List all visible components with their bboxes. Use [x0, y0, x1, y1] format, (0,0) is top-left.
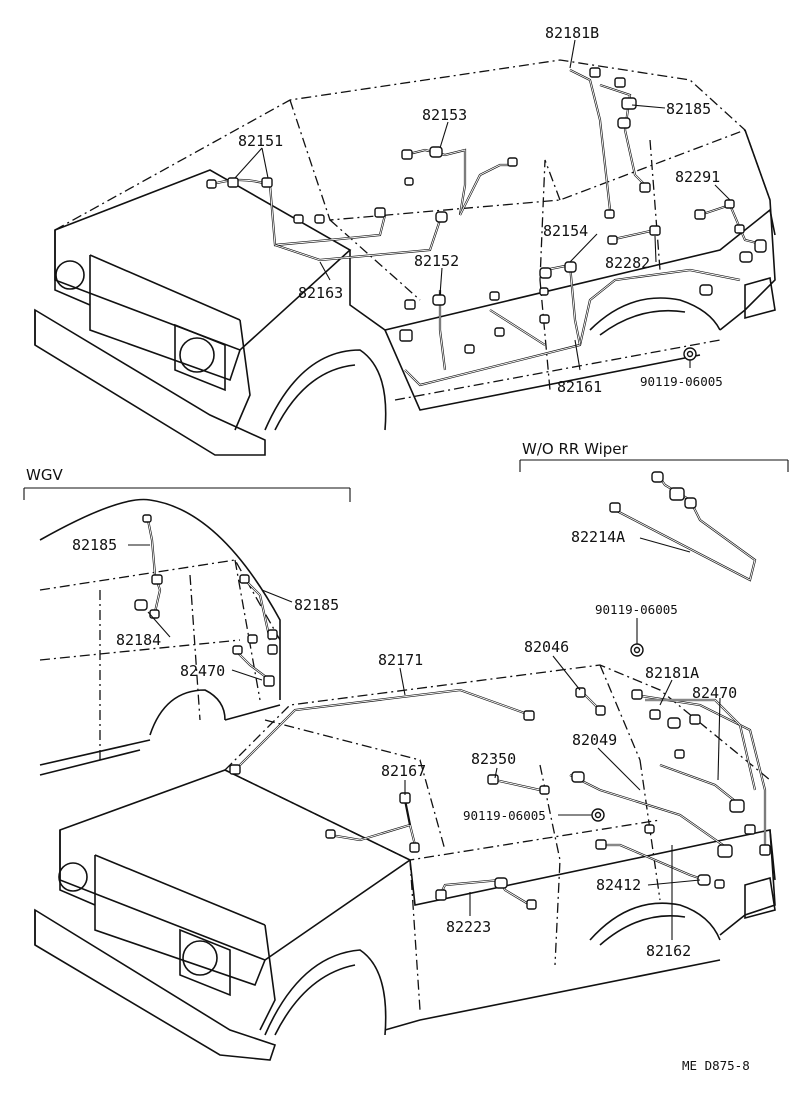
label-90119-06005-top: 90119-06005: [640, 374, 723, 389]
label-82161: 82161: [557, 378, 602, 396]
label-82046: 82046: [524, 638, 569, 656]
top-vehicle-wiring: [206, 67, 767, 387]
label-90119-06005-low: 90119-06005: [463, 808, 546, 823]
label-82412: 82412: [596, 876, 641, 894]
label-82181B: 82181B: [545, 24, 599, 42]
label-82223: 82223: [446, 918, 491, 936]
label-82171: 82171: [378, 651, 423, 669]
label-82184: 82184: [116, 631, 161, 649]
top-vehicle-body: [34, 59, 776, 456]
label-90119-06005-mid: 90119-06005: [595, 602, 678, 617]
label-82350: 82350: [471, 750, 516, 768]
footer-code: ME D875-8: [682, 1058, 750, 1073]
label-82282: 82282: [605, 254, 650, 272]
section-wgv: WGV: [26, 466, 63, 484]
label-82151: 82151: [238, 132, 283, 150]
label-82185-wgv-a: 82185: [72, 536, 117, 554]
label-82167: 82167: [381, 762, 426, 780]
top-leader-lines: [234, 39, 731, 371]
section-wo-rr-wiper: W/O RR Wiper: [522, 440, 628, 458]
part-labels: 82181B 82185 82153 82151 82291 82154 822…: [26, 24, 750, 1073]
label-82291: 82291: [675, 168, 720, 186]
bottom-leader-lines: [399, 618, 721, 940]
label-82049: 82049: [572, 731, 617, 749]
bottom-vehicle-body: [34, 664, 776, 1061]
label-82154: 82154: [543, 222, 588, 240]
label-82470: 82470: [692, 684, 737, 702]
label-82185-top: 82185: [666, 100, 711, 118]
label-82163: 82163: [298, 284, 343, 302]
label-82152: 82152: [414, 252, 459, 270]
label-82162: 82162: [646, 942, 691, 960]
label-82153: 82153: [422, 106, 467, 124]
label-82185-wgv-b: 82185: [294, 596, 339, 614]
label-82470-wgv: 82470: [180, 662, 225, 680]
label-82214A: 82214A: [571, 528, 625, 546]
wgv-inset: [23, 487, 351, 776]
wo-rr-wiper-inset: [519, 459, 789, 582]
bottom-vehicle-wiring: [229, 643, 771, 910]
label-82181A: 82181A: [645, 664, 699, 682]
